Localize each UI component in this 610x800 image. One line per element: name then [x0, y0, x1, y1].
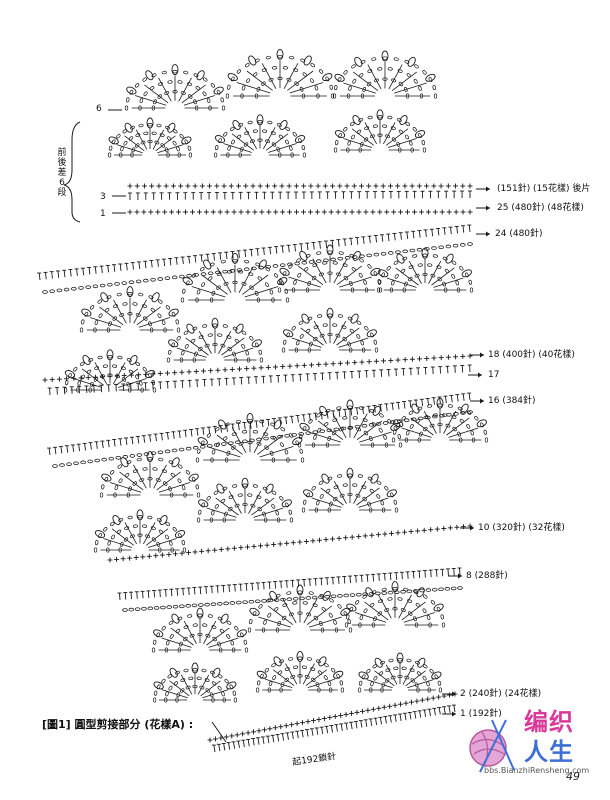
left-row-label-3: 3 — [100, 192, 106, 202]
fan-low-2 — [195, 412, 305, 463]
figure-caption: [圖1] 圓型剪接部分 (花樣A) : — [42, 718, 194, 731]
fan-low-7 — [301, 467, 399, 513]
fan-low-4 — [391, 397, 489, 443]
fan-mid-2 — [180, 252, 290, 303]
right-arrow-head-9 — [452, 711, 456, 717]
caption-pointer — [211, 721, 227, 743]
row-16-chain — [52, 410, 473, 468]
fan-bot-3 — [344, 581, 446, 628]
yarn-ball-icon — [469, 719, 515, 773]
logo-line2: 人生 — [524, 738, 574, 766]
fan-low-3 — [297, 399, 403, 448]
row-8-stitches — [117, 567, 462, 601]
right-label-row-24: 24 (480針) — [495, 229, 543, 239]
left-row-label-6: 6 — [96, 104, 102, 114]
fan-bot-2 — [247, 584, 353, 633]
fan-top-5 — [213, 114, 307, 158]
left-bracket — [63, 121, 81, 223]
row-18-stitches — [42, 353, 473, 383]
page-number: 49 — [566, 770, 580, 783]
fan-mid-6 — [166, 317, 264, 363]
row-24-stitches — [37, 224, 472, 281]
row-2-stitches — [127, 190, 472, 201]
right-arrow-head-0 — [486, 186, 490, 192]
right-label-row-1: 1 (192針) — [460, 709, 502, 719]
row-1-stitches — [127, 209, 473, 215]
row-3-stitches — [127, 183, 473, 189]
right-label-row-8: 8 (288針) — [466, 571, 508, 581]
fan-top-1 — [124, 64, 226, 111]
fan-mid-3 — [277, 244, 383, 293]
fan-low-6 — [196, 477, 294, 523]
right-arrow-head-2 — [486, 231, 490, 237]
fan-top-3 — [332, 50, 438, 99]
right-arrow-head-3 — [480, 352, 484, 358]
logo-line1: 编织 — [524, 708, 574, 736]
fan-low-5 — [93, 509, 187, 553]
fan-mid-4 — [376, 247, 474, 293]
site-logo: 编织 人生 bbs.BianzhiRensheng.com — [462, 700, 602, 796]
fan-low-1 — [99, 451, 201, 498]
fan-mid-1 — [79, 286, 181, 333]
logo-url: bbs.BianzhiRensheng.com — [484, 766, 590, 775]
right-label-row-17: 17 — [488, 370, 500, 380]
right-label-back-panel: (151針) (15花樣) 後片 — [497, 184, 591, 194]
right-arrow-head-1 — [486, 205, 490, 211]
left-row-label-1: 1 — [100, 209, 106, 219]
fan-top-4 — [107, 117, 193, 158]
fan-mid-5 — [63, 349, 157, 393]
right-label-row-16: 16 (384針) — [488, 396, 536, 406]
row-2-bottom-stitches — [207, 691, 458, 743]
right-label-row-10: 10 (320針) (32花樣) — [478, 523, 565, 533]
right-arrow-head-4 — [478, 372, 482, 378]
row-10-stitches — [107, 523, 473, 563]
right-arrow-head-8 — [452, 691, 456, 697]
right-label-row-25: 25 (480針) (48花樣) — [497, 203, 584, 213]
fan-top-6 — [333, 109, 427, 153]
row-8-chain — [122, 586, 463, 612]
fan-bot-6 — [357, 652, 443, 693]
fan-top-2 — [225, 48, 335, 99]
fan-bot-1 — [151, 607, 249, 653]
fan-mid-7 — [281, 307, 379, 353]
right-arrow-head-5 — [480, 398, 484, 404]
row-17-stitches — [47, 364, 472, 396]
row-1-bottom-stitches — [211, 704, 456, 753]
right-arrow-head-7 — [458, 573, 462, 579]
side-note: 前後差6段 — [57, 148, 67, 198]
fan-bot-4 — [152, 662, 238, 703]
right-label-row-2: 2 (240針) (24花樣) — [460, 689, 542, 699]
right-arrow-head-6 — [470, 525, 474, 531]
fan-bot-5 — [255, 650, 345, 693]
row-24-chain — [42, 242, 473, 294]
right-label-row-18: 18 (400針) (40花樣) — [488, 350, 575, 360]
row-16-stitches — [47, 392, 472, 456]
